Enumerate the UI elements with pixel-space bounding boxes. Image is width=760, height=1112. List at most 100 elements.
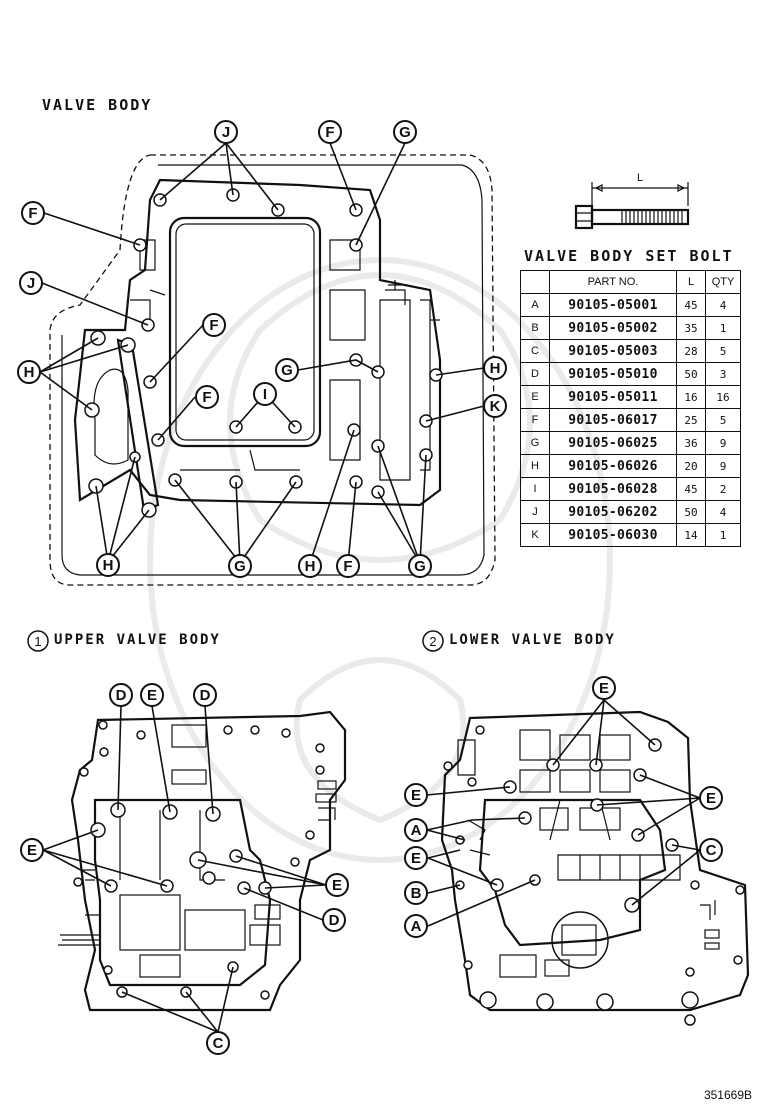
- svg-text:C: C: [213, 1035, 224, 1052]
- callout-g-bottom-right: G: [408, 554, 432, 578]
- svg-text:H: H: [103, 557, 114, 574]
- bolt-illustration: [574, 182, 690, 230]
- bolt-qty: 16: [705, 385, 741, 409]
- bolt-symbol: I: [520, 477, 550, 501]
- bolt-qty: 5: [705, 339, 741, 363]
- svg-text:I: I: [263, 386, 267, 403]
- svg-text:E: E: [27, 842, 37, 859]
- bolt-qty: 4: [705, 500, 741, 524]
- svg-text:G: G: [414, 558, 426, 575]
- callout-d-upper-1: D: [109, 683, 133, 707]
- callout-h-left: H: [17, 360, 41, 384]
- svg-text:B: B: [411, 885, 422, 902]
- bolt-length: 35: [676, 316, 706, 340]
- svg-text:F: F: [209, 317, 218, 334]
- callout-f-mid: F: [202, 313, 226, 337]
- callout-f-left: F: [21, 201, 45, 225]
- svg-text:J: J: [27, 275, 35, 292]
- svg-text:1: 1: [34, 634, 41, 649]
- callout-h-right: H: [483, 356, 507, 380]
- callout-e-upper-top: E: [140, 683, 164, 707]
- svg-text:E: E: [147, 687, 157, 704]
- bolt-length-label: L: [637, 172, 643, 184]
- bolt-symbol: G: [520, 431, 550, 455]
- bolt-symbol: E: [520, 385, 550, 409]
- valve-body-main-drawing: [39, 142, 496, 586]
- bolt-length: 45: [676, 293, 706, 317]
- part-number: 90105-05011: [549, 385, 677, 409]
- svg-text:J: J: [222, 124, 230, 141]
- svg-text:D: D: [116, 687, 127, 704]
- svg-text:H: H: [24, 364, 35, 381]
- svg-text:F: F: [28, 205, 37, 222]
- callout-f-mid2: F: [195, 385, 219, 409]
- callout-j-left: J: [19, 271, 43, 295]
- bolt-qty: 1: [705, 316, 741, 340]
- svg-text:D: D: [200, 687, 211, 704]
- callout-g-bottom: G: [228, 554, 252, 578]
- bolt-symbol: C: [520, 339, 550, 363]
- callout-a-lower-2: A: [404, 914, 428, 938]
- svg-text:E: E: [411, 787, 421, 804]
- svg-text:K: K: [490, 398, 501, 415]
- bolt-qty: 1: [705, 523, 741, 547]
- callout-h-bottom: H: [298, 554, 322, 578]
- lower-valve-body-drawing: [426, 699, 750, 1026]
- bolt-qty: 2: [705, 477, 741, 501]
- bolt-length: 50: [676, 500, 706, 524]
- bolt-symbol: J: [520, 500, 550, 524]
- lower-section-number: 2: [422, 630, 444, 652]
- svg-text:E: E: [411, 850, 421, 867]
- bolt-length: 16: [676, 385, 706, 409]
- part-number: 90105-06017: [549, 408, 677, 432]
- part-number: 90105-06030: [549, 523, 677, 547]
- upper-valve-body-bolt-holes: [73, 720, 325, 1000]
- bolt-symbol: A: [520, 293, 550, 317]
- bolt-symbol: D: [520, 362, 550, 386]
- svg-text:C: C: [706, 842, 717, 859]
- bolt-length: 45: [676, 477, 706, 501]
- callout-j-top: J: [214, 120, 238, 144]
- callout-b-lower: B: [404, 881, 428, 905]
- callout-f-bottom: F: [336, 554, 360, 578]
- header-part-no: PART NO.: [549, 270, 677, 294]
- lower-valve-body-bolt-holes: [443, 725, 745, 1026]
- bolt-length: 28: [676, 339, 706, 363]
- bolt-length: 36: [676, 431, 706, 455]
- callout-a-lower-1: A: [404, 818, 428, 842]
- bolt-qty: 9: [705, 454, 741, 478]
- bolt-length: 14: [676, 523, 706, 547]
- bolt-symbol: K: [520, 523, 550, 547]
- part-number: 90105-05002: [549, 316, 677, 340]
- upper-valve-body-leader-lines: [42, 705, 327, 1033]
- callout-f-top: F: [318, 120, 342, 144]
- callout-e-upper-right: E: [325, 873, 349, 897]
- svg-text:H: H: [490, 360, 501, 377]
- part-number: 90105-06202: [549, 500, 677, 524]
- part-number: 90105-06026: [549, 454, 677, 478]
- svg-text:E: E: [599, 680, 609, 697]
- drawing-code: 351669B: [703, 1088, 752, 1102]
- callout-g-top: G: [393, 120, 417, 144]
- callout-e-lower-right: E: [699, 786, 723, 810]
- callout-c-upper: C: [206, 1031, 230, 1055]
- callout-g-mid: G: [275, 358, 299, 382]
- set-bolt-table-title: VALVE BODY SET BOLT: [524, 247, 734, 265]
- table-header-row: PART NO. L QTY: [520, 270, 741, 294]
- svg-text:2: 2: [429, 634, 436, 649]
- svg-text:E: E: [332, 877, 342, 894]
- svg-text:D: D: [329, 912, 340, 929]
- callout-d-upper-right: D: [322, 908, 346, 932]
- svg-text:A: A: [411, 918, 422, 935]
- callout-e-lower-mid: E: [404, 846, 428, 870]
